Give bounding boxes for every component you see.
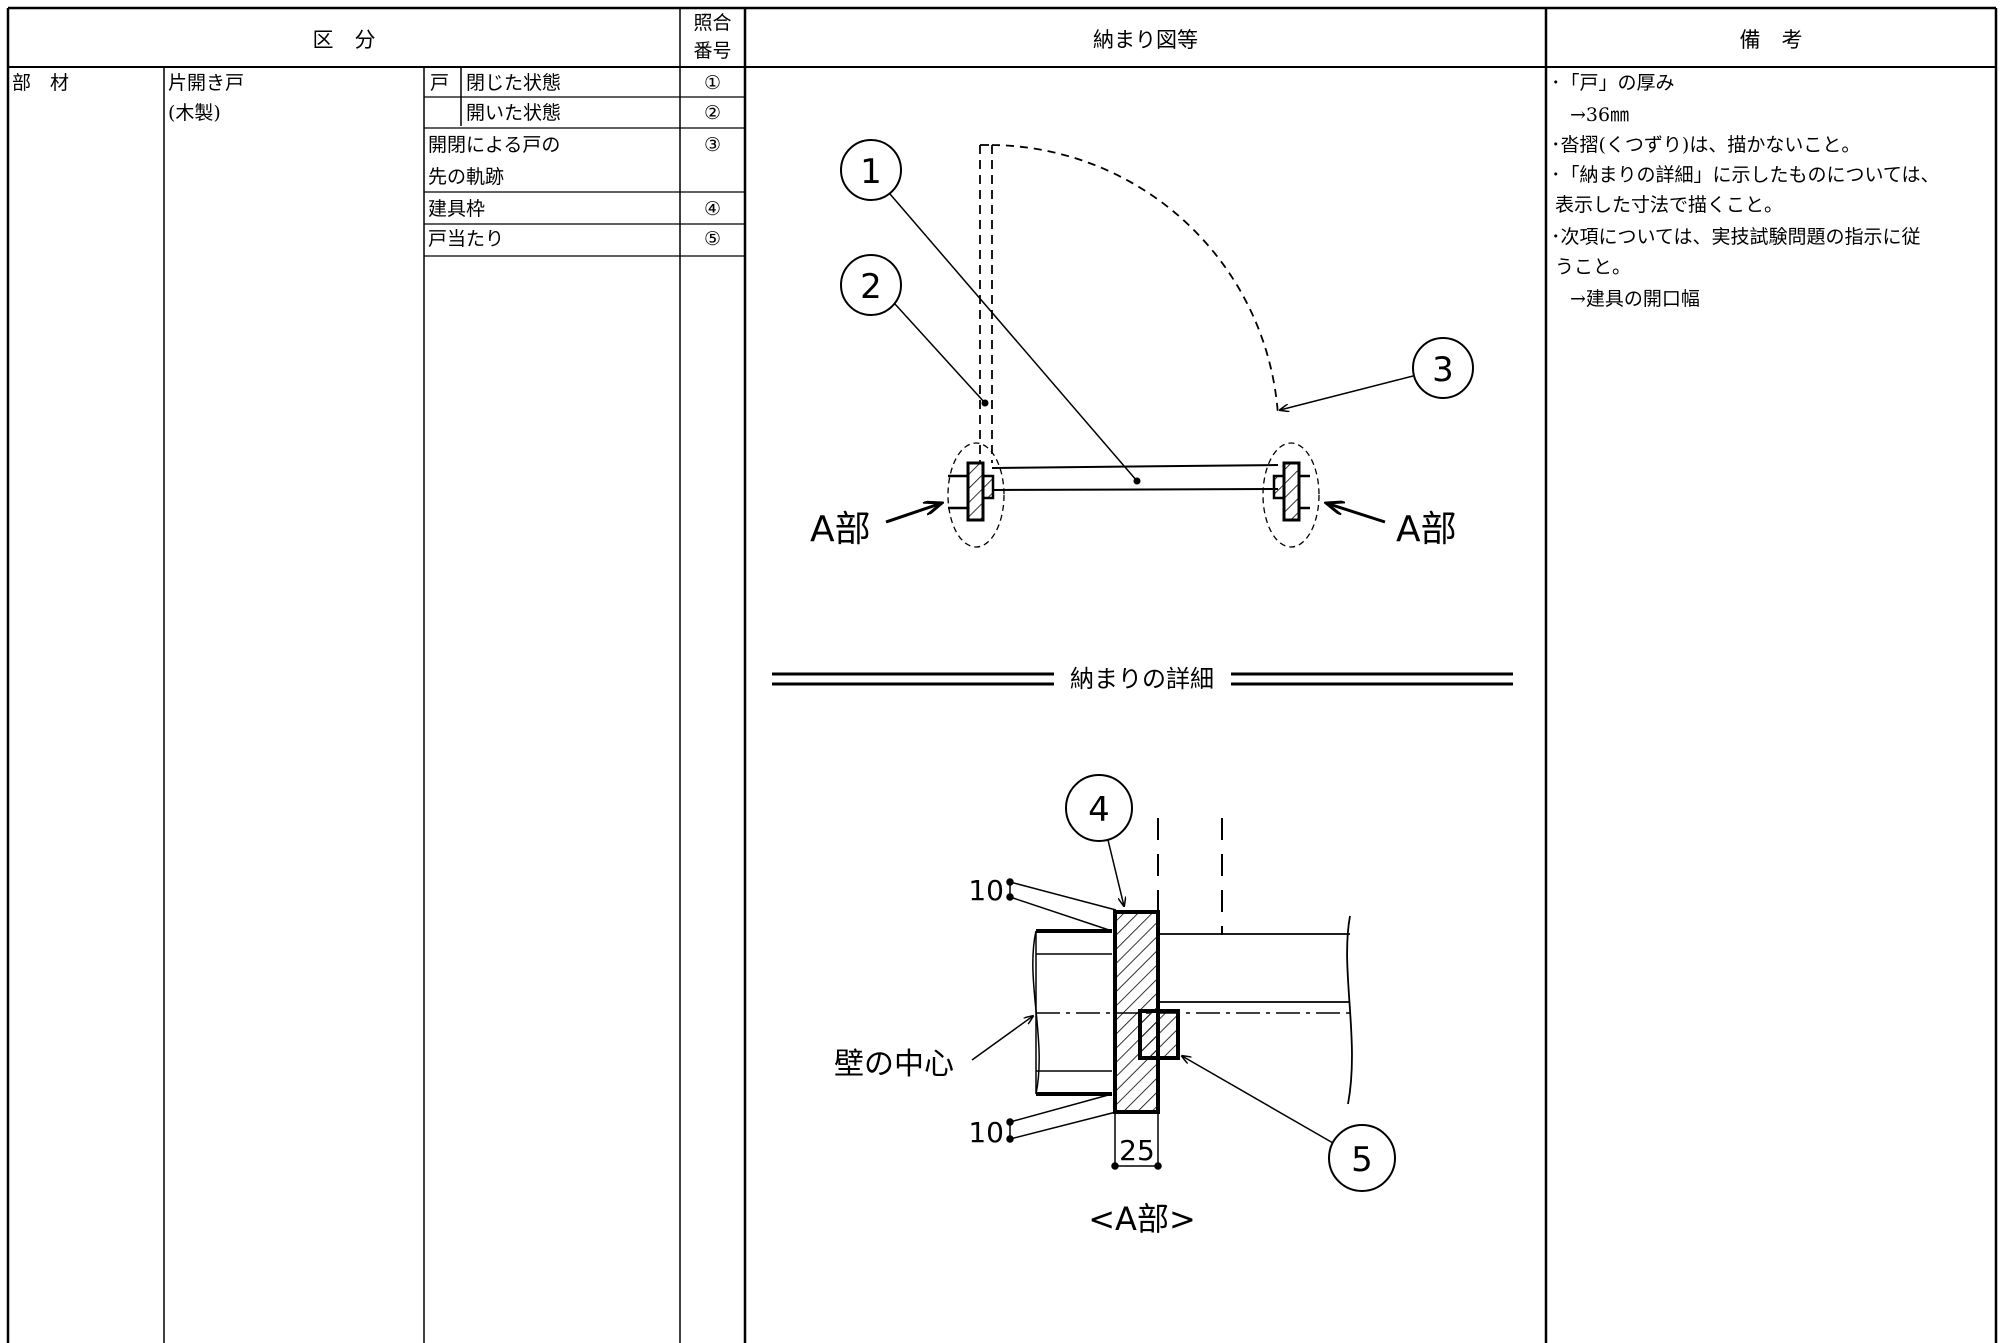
a-part-right-arrow xyxy=(1326,503,1386,524)
right-frame xyxy=(1272,461,1310,522)
remark-line-1: ･「戸」の厚み xyxy=(1551,72,1675,94)
callout-4-label: 4 xyxy=(1088,790,1110,830)
remark-line-7: うこと。 xyxy=(1555,256,1632,278)
dim-top-value: 10 xyxy=(968,874,1004,907)
door-stop-detail xyxy=(1138,1009,1180,1060)
detail-mark-left xyxy=(947,442,1005,548)
a-part-right-label: A部 xyxy=(1396,509,1457,550)
callout-5-icon xyxy=(1182,1056,1396,1192)
left-frame xyxy=(948,461,995,522)
remark-line-2: →36㎜ xyxy=(1570,104,1630,126)
dim-top-leaders xyxy=(1006,878,1117,932)
callout-4-icon xyxy=(1065,774,1133,906)
remark-line-5: 表示した寸法で描くこと。 xyxy=(1555,194,1784,216)
dim-width-value: 25 xyxy=(1119,1134,1155,1167)
ref-no-1: ① xyxy=(703,72,722,94)
callout-5-label: 5 xyxy=(1351,1140,1373,1180)
row-member-label: 部 材 xyxy=(12,72,70,94)
opened-door-outline xyxy=(979,144,993,463)
callout-3-icon xyxy=(1280,337,1474,410)
dim-bottom-leaders xyxy=(1006,1093,1117,1143)
ref-no-4: ④ xyxy=(703,198,722,220)
wall-center-label: 壁の中心 xyxy=(834,1047,954,1082)
callout-2-icon xyxy=(840,254,989,407)
header-ref-no-line2: 番号 xyxy=(693,40,732,62)
dim-bottom-value: 10 xyxy=(968,1116,1004,1149)
row-closed-label: 閉じた状態 xyxy=(466,72,562,94)
a-part-left-arrow xyxy=(885,503,942,524)
row-trajectory-label-2: 先の軌跡 xyxy=(428,166,505,188)
row-stop-label: 戸当たり xyxy=(428,228,505,250)
door-leaf-section xyxy=(1158,915,1353,1105)
a-part-left-label: A部 xyxy=(810,509,871,550)
wall-section xyxy=(1032,929,1112,1096)
remark-line-3: ･沓摺(くつずり)は、描かないこと。 xyxy=(1551,134,1861,156)
detail-title: 納まりの詳細 xyxy=(1070,665,1214,693)
ref-no-5: ⑤ xyxy=(703,228,722,250)
remark-line-6: ･次項については、実技試験問題の指示に従 xyxy=(1551,226,1921,248)
detail-section-label: <A部> xyxy=(1088,1200,1196,1238)
detail-mark-right xyxy=(1262,442,1320,548)
door-swing-trajectory xyxy=(991,144,1279,416)
callout-2-label: 2 xyxy=(860,267,882,307)
row-trajectory-label-1: 開閉による戸の xyxy=(428,134,561,156)
remark-line-4: ･「納まりの詳細」に示したものについては、 xyxy=(1551,164,1940,186)
row-opened-label: 開いた状態 xyxy=(466,102,562,124)
dim-width-line xyxy=(1111,1112,1162,1170)
detail-title-rule xyxy=(772,672,1513,686)
callout-1-icon xyxy=(840,139,1141,485)
row-item-sub-label: (木製) xyxy=(168,102,221,124)
wall-center-arrow xyxy=(971,1016,1033,1061)
header-category: 区 分 xyxy=(312,28,376,52)
remark-line-8: →建具の開口幅 xyxy=(1570,288,1700,310)
row-frame-label: 建具枠 xyxy=(428,198,486,220)
header-ref-no-line1: 照合 xyxy=(693,12,732,34)
callout-3-label: 3 xyxy=(1432,350,1454,390)
header-drawing: 納まり図等 xyxy=(1093,28,1198,52)
callout-1-label: 1 xyxy=(860,152,882,192)
closed-door xyxy=(991,464,1279,491)
row-door-label: 戸 xyxy=(430,72,450,94)
row-item-label: 片開き戸 xyxy=(168,72,245,94)
header-remarks: 備 考 xyxy=(1739,28,1803,52)
ref-no-2: ② xyxy=(703,102,722,124)
ref-no-3: ③ xyxy=(703,134,722,156)
